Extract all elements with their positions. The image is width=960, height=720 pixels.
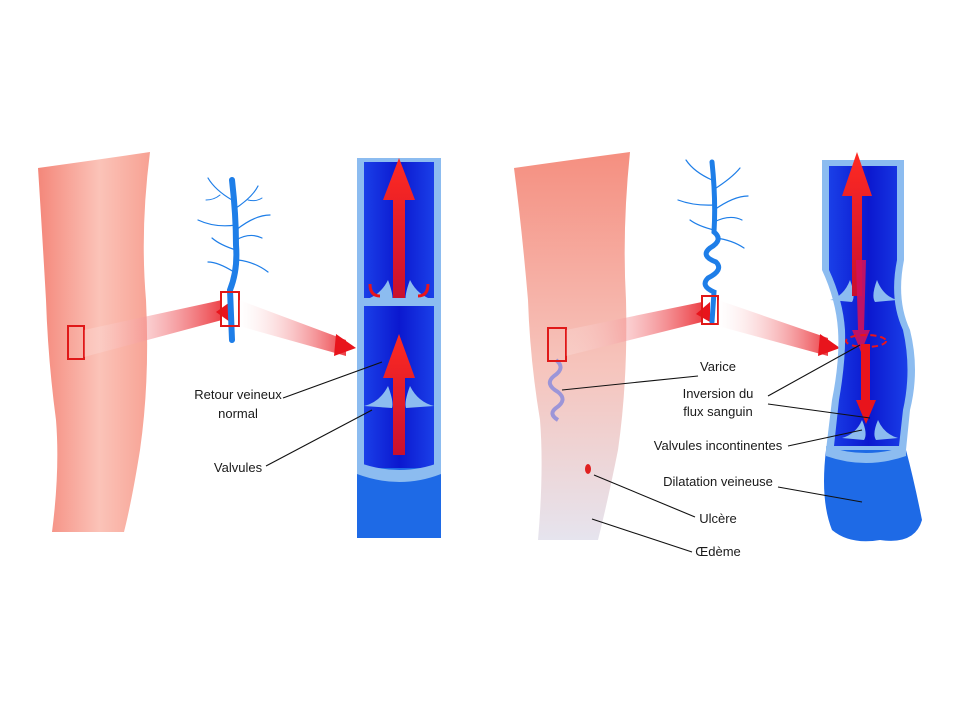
- leader-flow-reversal-a: [767, 344, 861, 397]
- dilated-vein-section: [822, 160, 922, 542]
- label-varicose-vein: Varice: [700, 359, 736, 374]
- zoom-beam-1-head: [216, 302, 230, 322]
- leader-venous-dilation: [777, 486, 863, 503]
- leader-valves: [265, 409, 373, 467]
- label-flow-reversal-2: flux sanguin: [683, 404, 752, 419]
- valve-lower-right: [405, 386, 434, 408]
- valve-upper-left: [364, 280, 393, 302]
- label-normal-return-1: Retour veineux: [194, 387, 282, 402]
- normal-flow-arrows: [383, 158, 415, 455]
- normal-vein-tree: [197, 177, 271, 343]
- leader-flow-reversal-b: [767, 403, 871, 419]
- zoom-beam-4-head: [818, 334, 840, 356]
- zoom-beam-3: [566, 302, 702, 356]
- label-valves: Valvules: [214, 460, 263, 475]
- leader-incompetent-valves: [787, 429, 863, 447]
- varicose-vein-tree: [677, 159, 749, 325]
- zoom-beam-1: [84, 300, 222, 357]
- leader-normal-return: [282, 361, 383, 399]
- reversed-flow-arrows: [842, 152, 887, 424]
- zoom-beam-2-head: [334, 334, 356, 356]
- label-incompetent-valves: Valvules incontinentes: [654, 438, 783, 453]
- label-edema: Œdème: [695, 544, 741, 559]
- label-ulcer: Ulcère: [699, 511, 737, 526]
- zoom-beam-4: [718, 300, 828, 356]
- varicose-vein-on-leg: [547, 358, 565, 422]
- valve-lower-left: [364, 386, 393, 408]
- leader-edema: [591, 518, 693, 553]
- zoom-beam-2: [239, 300, 346, 356]
- leader-ulcer: [593, 474, 696, 518]
- leader-varicose-vein: [561, 375, 699, 391]
- label-normal-return-2: normal: [218, 406, 258, 421]
- valve-upper-right: [405, 280, 434, 302]
- ulcer-mark: [585, 464, 591, 474]
- label-flow-reversal-1: Inversion du: [683, 386, 754, 401]
- label-venous-dilation: Dilatation veineuse: [663, 474, 773, 489]
